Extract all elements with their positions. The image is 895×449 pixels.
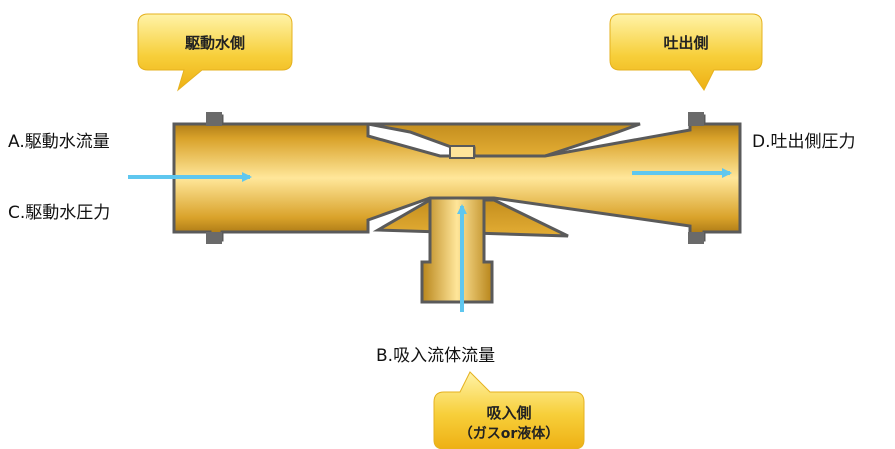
label-c-drive-water-pressure: C.駆動水圧力 — [8, 203, 111, 223]
label-a-drive-water-flow: A.駆動水流量 — [8, 132, 110, 152]
nozzle-tip — [449, 145, 475, 159]
drive-side-callout-bubble — [137, 13, 293, 92]
suction-pipe — [420, 190, 494, 304]
drive-side-callout: 駆動水側 — [184, 34, 245, 52]
discharge-side-callout-bubble — [609, 13, 763, 91]
left-coupling-top — [206, 112, 222, 126]
right-coupling-top — [688, 112, 704, 126]
left-coupling-bottom — [206, 232, 222, 244]
discharge-side-callout: 吐出側 — [663, 34, 709, 52]
right-coupling-bottom — [688, 232, 704, 244]
suction-side-callout-line2: （ガスor液体） — [458, 426, 560, 442]
suction-side-callout-line1: 吸入側 — [486, 404, 532, 422]
label-b-suction-fluid-flow: B.吸入流体流量 — [376, 346, 496, 366]
label-d-discharge-pressure: D.吐出側圧力 — [752, 132, 856, 152]
